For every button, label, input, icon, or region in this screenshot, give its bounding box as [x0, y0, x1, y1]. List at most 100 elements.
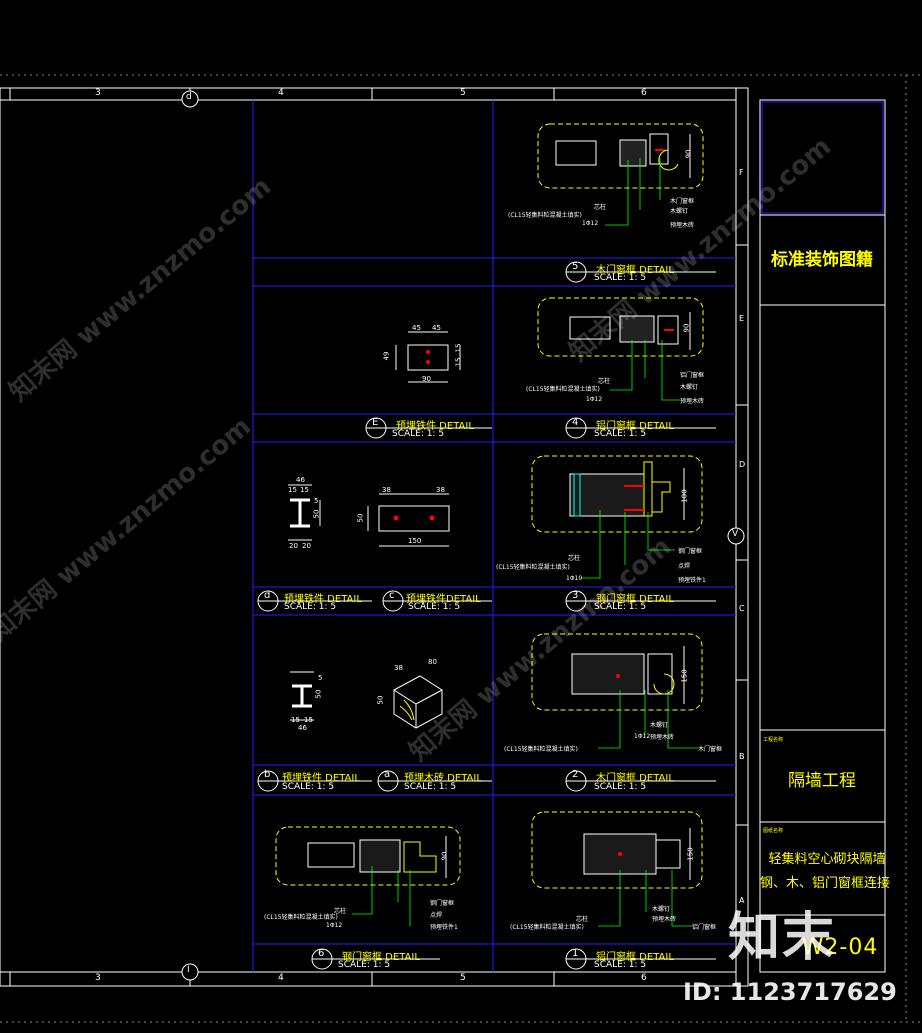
detail-e-name: 预埋铁件 DETAIL — [396, 421, 474, 432]
dim-d-15b: 15 — [300, 486, 309, 494]
note-d3-frame: 钢门窗框 — [678, 548, 703, 555]
detail-c-name: 预埋铁件DETAIL — [406, 594, 481, 605]
dim-d5-90: 90 — [684, 149, 693, 159]
note-d6-rebar: 1Φ12 — [326, 922, 343, 929]
drawing-frame — [0, 87, 749, 987]
dim-d3-100: 100 — [680, 489, 689, 503]
grid-circle-right — [727, 527, 745, 545]
detail-b-num: b — [264, 769, 271, 780]
dim-d-50: 50 — [312, 509, 321, 519]
note-d5-core: 芯柱 — [594, 204, 607, 211]
detail-label-bubbles — [257, 261, 716, 970]
leader-lines — [352, 158, 698, 927]
detail-d-drawing — [288, 484, 321, 541]
note-d1-nail: 木螺钉 — [652, 906, 671, 913]
grid-bottom-circle-label: I — [187, 965, 190, 975]
dim-d1-150: 150 — [686, 847, 695, 861]
title-block-label-drawing: 图纸名称 — [763, 828, 784, 834]
grid-top-circle-label: d — [186, 92, 192, 102]
detail-e-drawing — [395, 331, 461, 383]
title-block-subtitle-1: 轻集料空心砌块隔墙 — [768, 852, 886, 867]
dim-d4-90: 90 — [682, 323, 691, 333]
grid-top-num-3: 3 — [95, 88, 101, 98]
detail-4-num: 4 — [572, 417, 579, 428]
title-block-subtitle-2: 钢、木、铝门窗框连接 — [759, 876, 890, 891]
dim-e-15b: 15 — [454, 357, 463, 367]
detail-e-num: E — [372, 417, 379, 428]
detail-4-name: 铝门窗框 DETAIL — [596, 421, 674, 432]
grid-right-circle-label: V — [732, 529, 739, 539]
title-block-title: 标准装饰图籍 — [771, 250, 873, 270]
detail-2-num: 2 — [572, 769, 579, 780]
dim-c-150: 150 — [408, 537, 422, 545]
note-d1-brick: 预埋木砖 — [652, 916, 677, 923]
note-d3-weld: 点焊 — [678, 563, 691, 570]
note-d1-fill: (CL15轻集料粒混凝土填实) — [510, 924, 584, 931]
note-d5-nail: 木螺钉 — [670, 208, 689, 215]
logo-box — [761, 101, 884, 214]
watermark-id: ID: 1123717629 — [683, 978, 897, 1006]
watermark-logo: 知末 — [728, 908, 837, 968]
dim-e-49: 49 — [382, 351, 391, 361]
note-d6-weld: 点焊 — [430, 912, 443, 919]
note-d6-frame: 钢门窗框 — [430, 900, 455, 907]
grid-bottom-num-4: 4 — [278, 973, 284, 983]
note-d3-iron: 预埋铁件1 — [678, 577, 706, 584]
grid-right-letter-e: E — [739, 314, 745, 323]
dim-b-50: 50 — [314, 689, 323, 699]
dim-b-15b: 15 — [304, 716, 313, 724]
detail-a-drawing — [393, 675, 443, 729]
detail-2-scale: SCALE: 1: 5 — [594, 782, 647, 792]
dim-c-38b: 38 — [436, 486, 445, 494]
dim-e-90: 90 — [422, 375, 431, 383]
grid-circle-top — [181, 90, 199, 108]
grid-right-letter-a: A — [739, 896, 745, 905]
note-d6-core: 芯柱 — [334, 908, 347, 915]
detail-d-scale: SCALE: 1: 5 — [284, 602, 337, 612]
note-d4-brick: 预埋木砖 — [680, 398, 705, 405]
detail-6-name: 钢门窗框 DETAIL — [342, 952, 420, 963]
note-d2-frame: 木门窗框 — [698, 746, 723, 753]
note-d2-fill: (CL15轻集料粒混凝土填实) — [504, 746, 578, 753]
dim-c-38a: 38 — [382, 486, 391, 494]
dim-d2-150: 150 — [680, 669, 689, 683]
dim-b-15a: 15 — [291, 716, 300, 724]
detail-1-scale: SCALE: 1: 5 — [594, 960, 647, 970]
note-d4-core: 芯柱 — [598, 378, 611, 385]
grid-right-letter-f: F — [739, 168, 744, 177]
detail-6-drawing — [275, 826, 461, 886]
detail-3-name: 钢门窗框 DETAIL — [596, 594, 674, 605]
note-d5-brick: 预埋木砖 — [670, 222, 695, 229]
note-d3-core: 芯柱 — [568, 555, 581, 562]
detail-c-scale: SCALE: 1: 5 — [408, 602, 461, 612]
grid-right-letter-d: D — [739, 460, 746, 469]
note-d5-rebar: 1Φ12 — [582, 220, 599, 227]
note-d1-core: 芯柱 — [576, 916, 589, 923]
detail-4-scale: SCALE: 1: 5 — [594, 429, 647, 439]
dim-a-38: 38 — [394, 664, 403, 672]
detail-b-drawing — [290, 671, 314, 721]
dim-b-46: 46 — [298, 724, 307, 732]
detail-a-name: 预埋木砖 DETAIL — [404, 773, 482, 784]
detail-b-name: 预埋铁件 DETAIL — [282, 773, 360, 784]
note-d4-nail: 木螺钉 — [680, 384, 699, 391]
dim-a-80: 80 — [428, 658, 437, 666]
detail-5-drawing — [537, 123, 704, 189]
dim-c-50: 50 — [356, 513, 365, 523]
grid-circle-bottom — [181, 963, 199, 981]
title-block-drawing-no: W2-04 — [801, 935, 879, 960]
note-d6-fill: (CL15轻集料粒混凝土填实) — [264, 914, 338, 921]
detail-5-name: 木门窗框 DETAIL — [596, 265, 674, 276]
detail-6-num: 6 — [318, 948, 325, 959]
detail-c-drawing — [367, 493, 450, 547]
detail-1-name: 铝门窗框 DETAIL — [596, 952, 674, 963]
note-d6-iron: 预埋铁件1 — [430, 924, 458, 931]
note-d5-fill: (CL15轻集料粒混凝土填实) — [508, 212, 582, 219]
detail-1-num: 1 — [572, 948, 579, 959]
note-d4-fill: (CL15轻集料粒混凝土填实) — [526, 386, 600, 393]
detail-d-num: d — [264, 590, 271, 601]
grid-top-num-4: 4 — [278, 88, 284, 98]
detail-2-drawing — [531, 633, 703, 711]
detail-5-num: 5 — [572, 261, 579, 272]
